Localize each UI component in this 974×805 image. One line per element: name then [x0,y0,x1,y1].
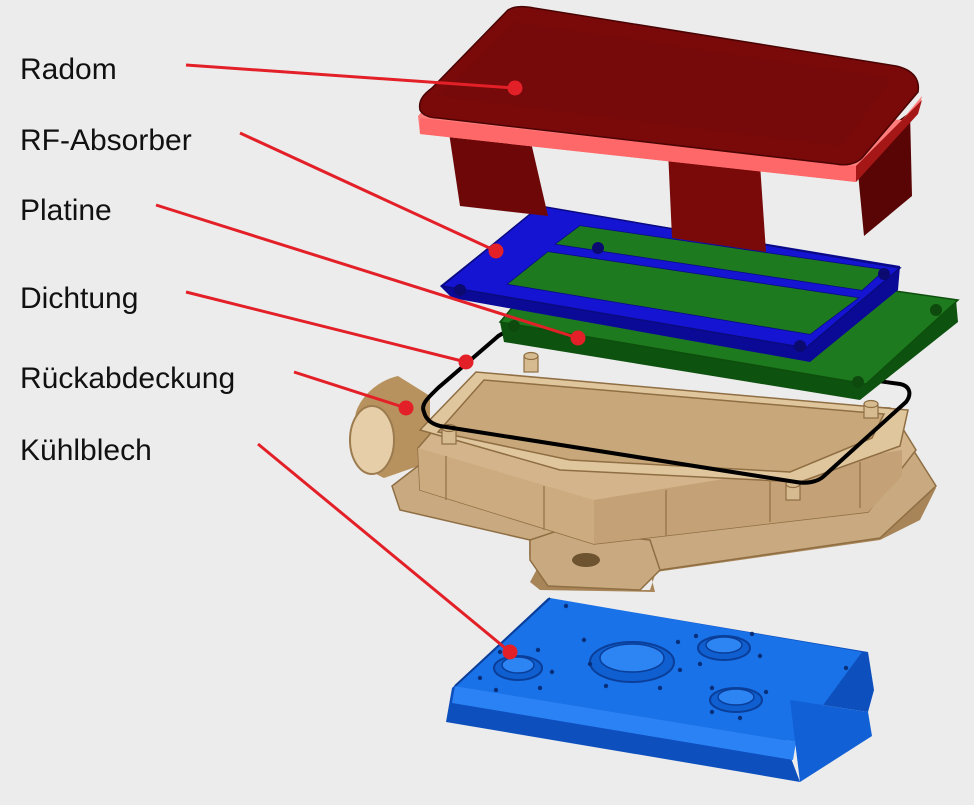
rueckabdeckung-part [349,351,937,592]
leader-kuehlblech [257,442,511,654]
label-rueckabdeckung: Rückabdeckung [20,362,236,395]
leader-platine [155,203,579,340]
kuehlblech-part [446,597,874,782]
leader-dot-rueckabdeckung [398,400,414,416]
label-platine: Platine [20,194,112,227]
dichtung-part [421,329,912,485]
leader-rueckabdeckung [293,370,407,410]
label-rf-absorber: RF-Absorber [20,124,192,157]
leader-dot-platine [570,330,586,346]
leader-dot-dichtung [458,354,474,370]
leader-lines [155,63,586,660]
label-kuehlblech: Kühlblech [20,434,152,467]
leader-dichtung [185,290,467,364]
leader-radom [185,63,516,90]
rf-absorber-part [440,205,902,362]
radom-part [418,5,922,252]
label-radom: Radom [20,53,117,86]
leader-rf-absorber [239,131,497,253]
leader-dot-radom [507,80,523,96]
label-dichtung: Dichtung [20,282,139,315]
leader-dot-kuehlblech [502,644,518,660]
leader-dot-rf-absorber [488,243,504,259]
